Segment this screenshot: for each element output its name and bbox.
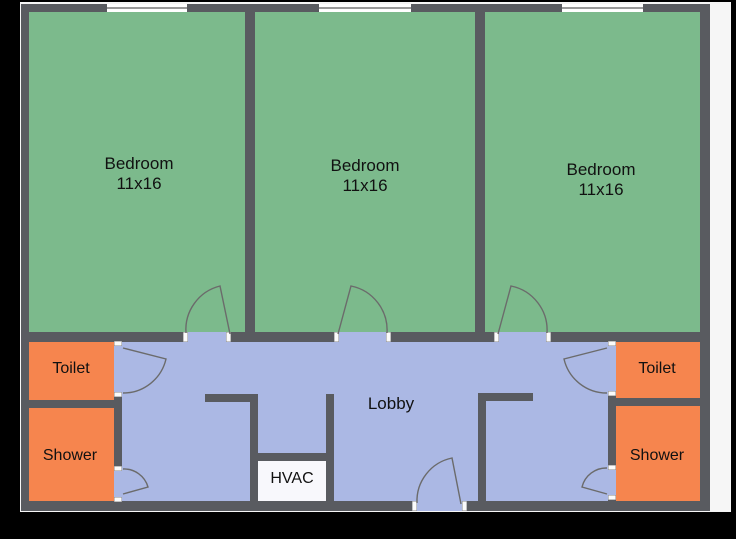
room-toilet-left bbox=[29, 342, 114, 400]
wall-vestibule-wing bbox=[478, 393, 533, 401]
wall-hvac-right bbox=[326, 394, 334, 501]
door-opening-shower-left bbox=[114, 471, 122, 497]
hvac-label: HVAC bbox=[270, 470, 314, 487]
wall-exterior-left bbox=[21, 4, 29, 511]
door-opening-shower-right bbox=[608, 470, 616, 495]
bedroom-1-dimensions: 11x16 bbox=[116, 174, 162, 193]
jamb-cap bbox=[183, 332, 188, 342]
wall-lobby-left-module bbox=[114, 342, 122, 501]
door-opening-bedroom-3 bbox=[499, 332, 546, 342]
shower-left-label: Shower bbox=[42, 447, 98, 464]
room-bedroom-2 bbox=[255, 12, 475, 332]
door-opening-entry bbox=[417, 501, 462, 511]
jamb-cap bbox=[608, 391, 616, 396]
jamb-cap bbox=[608, 341, 616, 346]
bedroom-3-name: Bedroom bbox=[566, 160, 636, 179]
room-bedroom-3 bbox=[485, 12, 700, 332]
lobby-label: Lobby bbox=[367, 394, 415, 413]
room-toilet-right bbox=[616, 342, 700, 398]
window-glass-line bbox=[319, 7, 411, 9]
bedroom-1-name: Bedroom bbox=[104, 154, 174, 173]
door-opening-toilet-right bbox=[608, 346, 616, 391]
window-glass-line bbox=[562, 7, 643, 9]
window-bedroom-3 bbox=[562, 4, 643, 12]
wall-toilet-shower-left bbox=[29, 400, 122, 408]
jamb-cap bbox=[608, 465, 616, 470]
jamb-cap bbox=[494, 332, 499, 342]
wall-hvac-left-wing bbox=[205, 394, 258, 402]
wall-toilet-shower-right bbox=[608, 398, 700, 406]
jamb-cap bbox=[386, 332, 391, 342]
wall-exterior-right bbox=[700, 4, 710, 511]
door-opening-toilet-left bbox=[114, 346, 122, 392]
jamb-cap bbox=[546, 332, 551, 342]
window-glass-line bbox=[107, 7, 187, 9]
bedroom-2-label: Bedroom 11x16 bbox=[331, 156, 400, 196]
shower-right-label: Shower bbox=[629, 447, 685, 464]
room-shower-right bbox=[616, 406, 700, 501]
bedroom-3-dimensions: 11x16 bbox=[578, 180, 624, 199]
wall-hvac-left bbox=[250, 394, 258, 501]
wall-bedroom1-bedroom2 bbox=[245, 12, 255, 332]
door-opening-bedroom-2 bbox=[339, 332, 386, 342]
jamb-cap bbox=[226, 332, 231, 342]
room-hvac bbox=[258, 461, 326, 501]
wall-bedroom2-bedroom3 bbox=[475, 12, 485, 332]
window-bedroom-2 bbox=[319, 4, 411, 12]
jamb-cap bbox=[114, 466, 122, 471]
jamb-cap bbox=[114, 341, 122, 346]
jamb-cap bbox=[462, 501, 467, 511]
wall-lobby-right-module bbox=[608, 342, 616, 501]
wall-vestibule-left bbox=[478, 393, 486, 501]
jamb-cap bbox=[334, 332, 339, 342]
bedroom-3-label: Bedroom 11x16 bbox=[567, 160, 636, 200]
door-opening-bedroom-1 bbox=[188, 332, 226, 342]
toilet-right-label: Toilet bbox=[638, 360, 676, 377]
bedroom-1-label: Bedroom 11x16 bbox=[105, 154, 174, 194]
jamb-cap bbox=[114, 392, 122, 397]
room-bedroom-1 bbox=[29, 12, 245, 332]
bedroom-2-dimensions: 11x16 bbox=[342, 176, 388, 195]
jamb-cap bbox=[608, 495, 616, 500]
room-lobby bbox=[122, 342, 608, 501]
window-bedroom-1 bbox=[107, 4, 187, 12]
room-shower-left bbox=[29, 408, 114, 501]
toilet-left-label: Toilet bbox=[52, 360, 90, 377]
jamb-cap bbox=[114, 497, 122, 502]
wall-exterior-bottom bbox=[21, 501, 710, 511]
wall-hvac-top bbox=[258, 453, 326, 461]
bedroom-2-name: Bedroom bbox=[330, 156, 400, 175]
jamb-cap bbox=[412, 501, 417, 511]
